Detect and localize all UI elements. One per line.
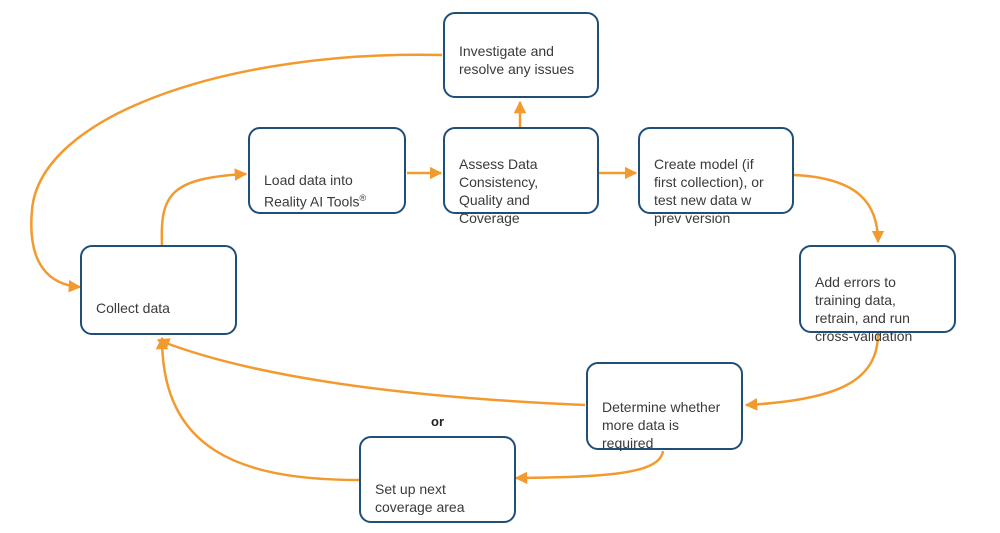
- arrow-determine-to-setup: [514, 450, 665, 485]
- load-data-node: Load data into Reality AI Tools®: [248, 127, 406, 214]
- collect-data-text: Collect data: [96, 300, 170, 316]
- determine-node: Determine whether more data is required: [586, 362, 743, 451]
- or-label: or: [431, 414, 444, 429]
- registered-mark: ®: [359, 193, 367, 203]
- setup-node: Set up next coverage area: [359, 436, 516, 523]
- assess-node: Assess Data Consistency, Quality and Cov…: [443, 127, 599, 226]
- add-errors-text: Add errors to training data, retrain, an…: [815, 274, 913, 344]
- load-data-text: Load data into Reality AI Tools: [264, 172, 360, 210]
- arrow-determine-to-collect: [156, 338, 586, 407]
- determine-text: Determine whether more data is required: [602, 399, 721, 451]
- setup-text: Set up next coverage area: [375, 481, 465, 515]
- assess-text: Assess Data Consistency, Quality and Cov…: [459, 156, 539, 226]
- arrow-adderrors-to-determine: [744, 332, 880, 411]
- create-model-text: Create model (if first collection), or t…: [654, 156, 764, 226]
- arrow-investigate-to-collect: [30, 53, 443, 293]
- arrow-setup-to-collect: [155, 336, 360, 482]
- arrow-create-to-adderrors: [793, 173, 885, 244]
- add-errors-node: Add errors to training data, retrain, an…: [799, 245, 956, 344]
- investigate-node: Investigate and resolve any issues: [443, 12, 599, 98]
- arrow-collect-to-load: [160, 168, 248, 246]
- collect-data-node: Collect data: [80, 245, 237, 335]
- investigate-text: Investigate and resolve any issues: [459, 43, 575, 77]
- create-model-node: Create model (if first collection), or t…: [638, 127, 794, 226]
